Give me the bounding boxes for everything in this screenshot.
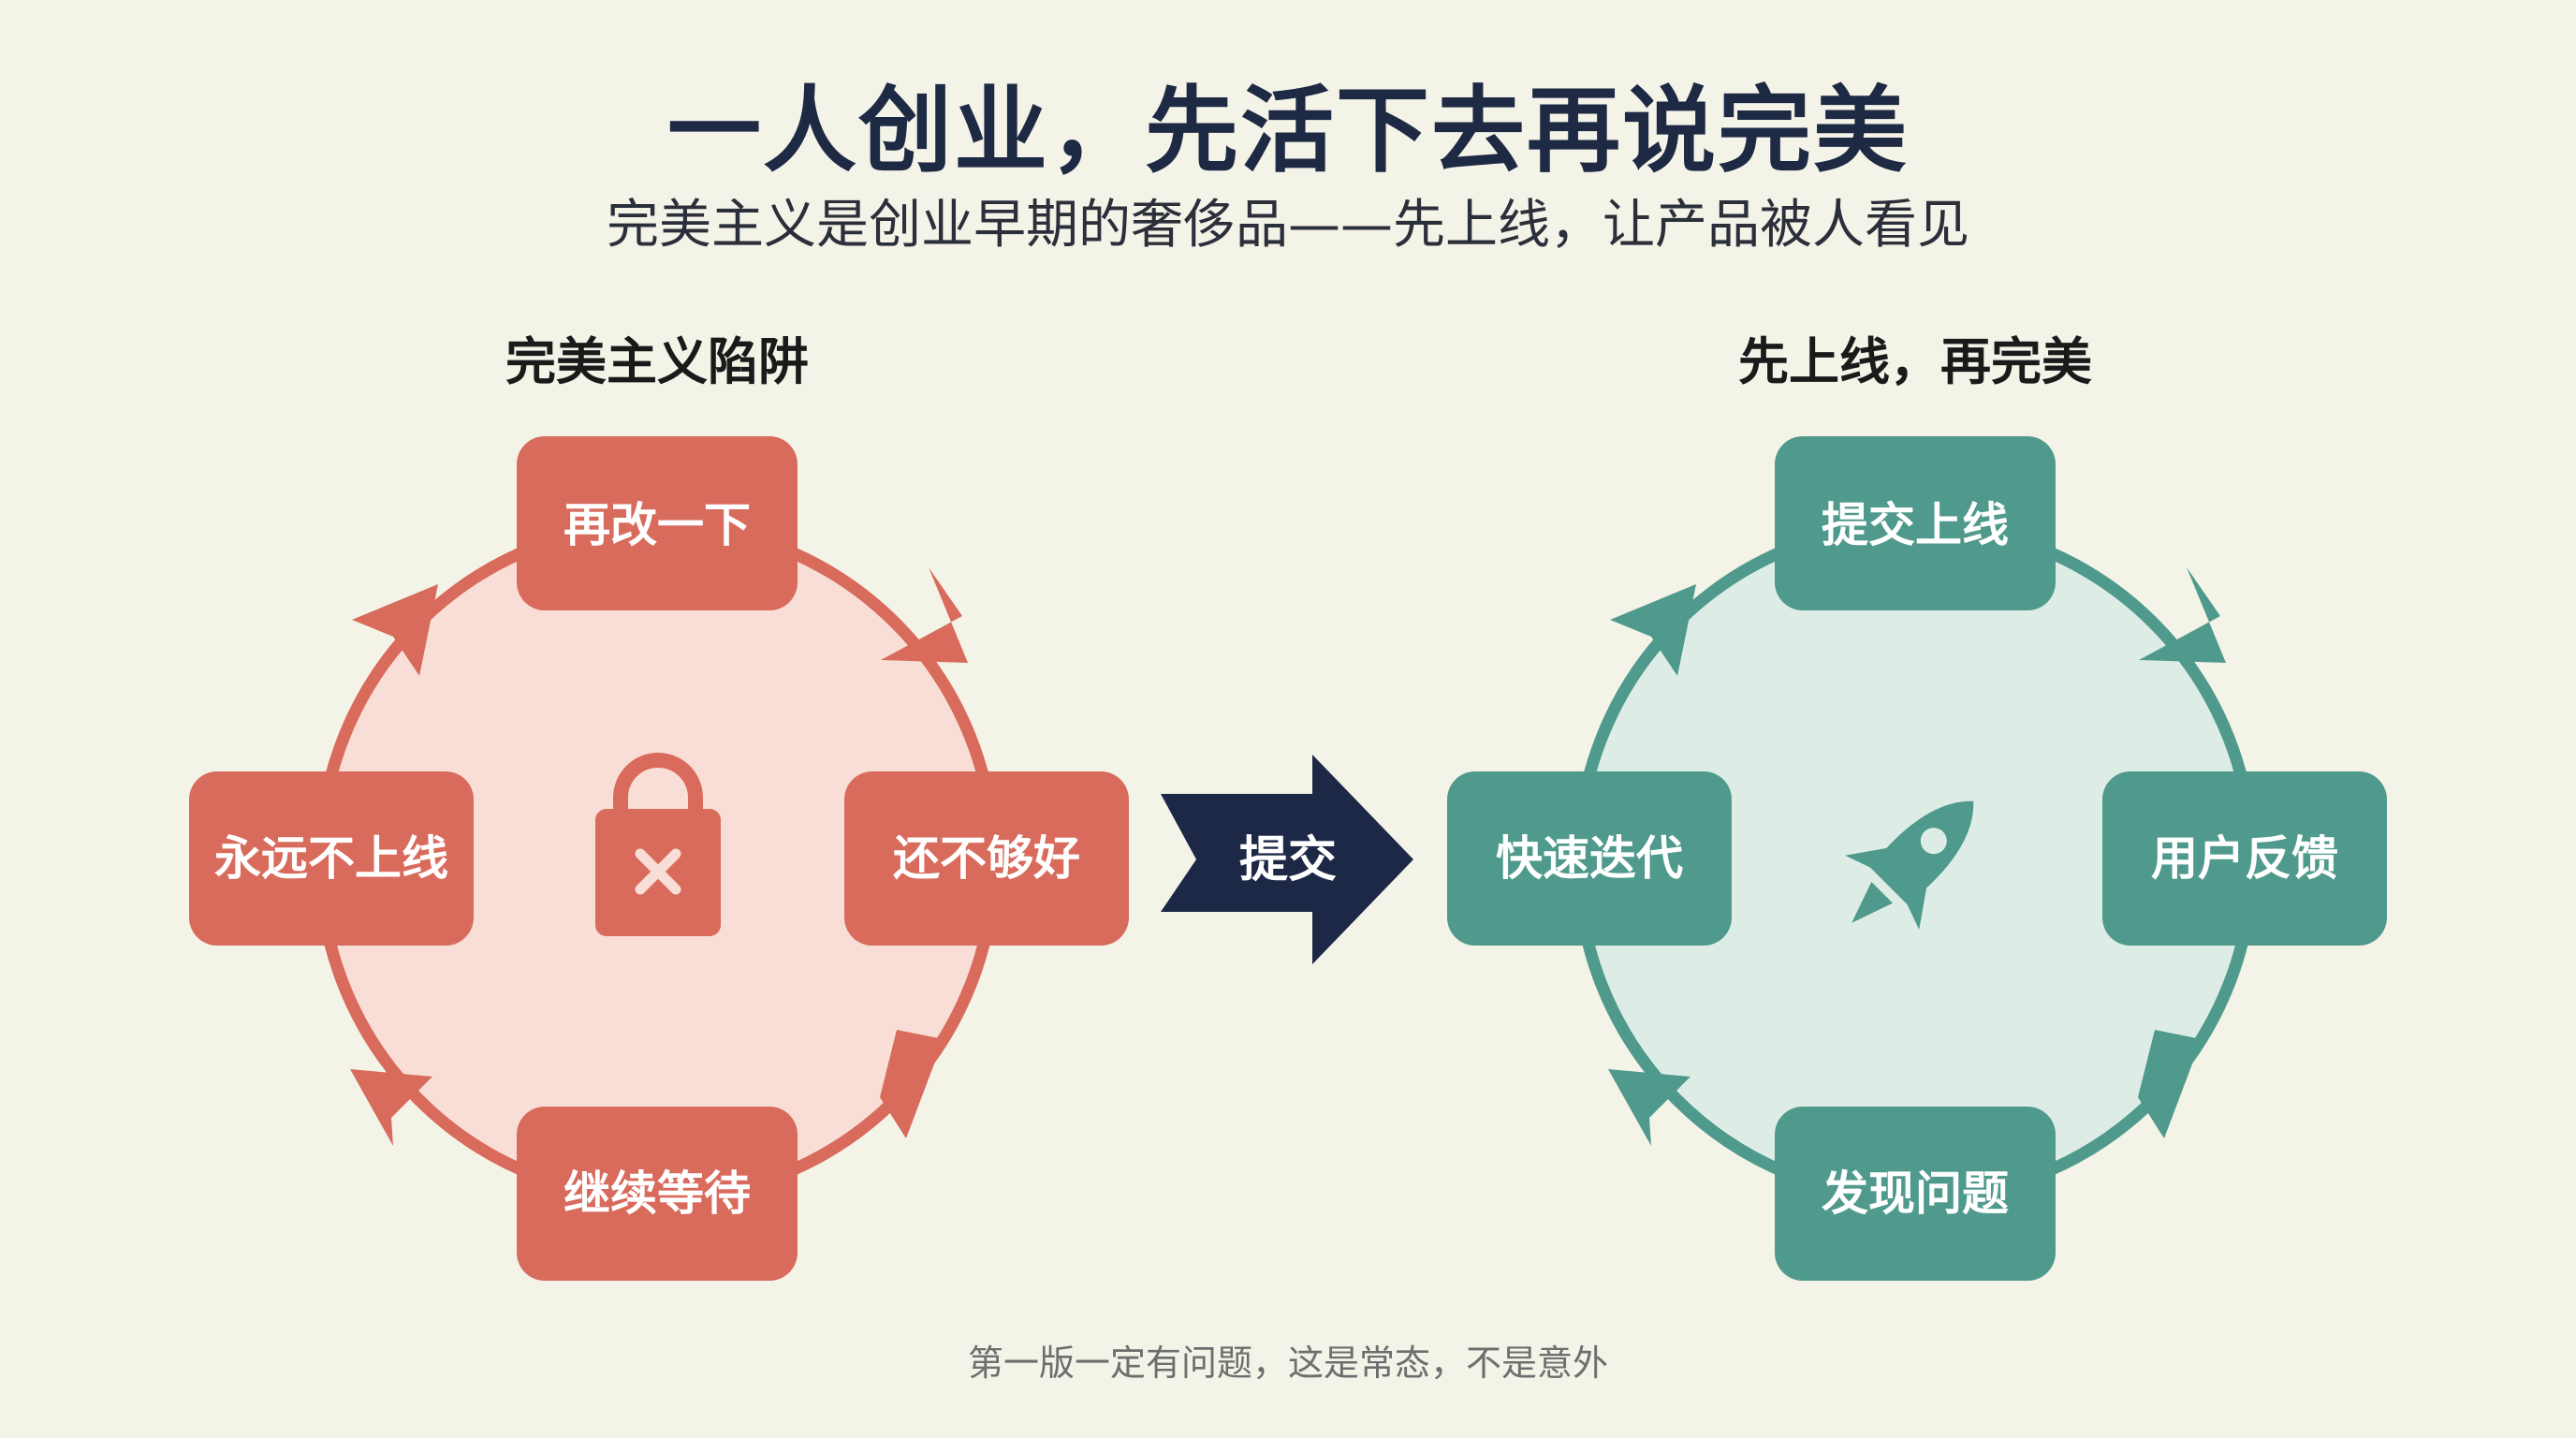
submit-arrow-label: 提交 xyxy=(1239,832,1337,888)
submit-arrow: 提交 xyxy=(1161,755,1413,964)
left-node-right: 还不够好 xyxy=(844,771,1129,946)
left-cycle-heading: 完美主义陷阱 xyxy=(505,332,809,391)
right-node-left: 快速迭代 xyxy=(1447,771,1732,946)
lock-x-icon xyxy=(595,753,721,936)
right-arrow-bottom-left xyxy=(1608,1069,1690,1146)
left-arrow-top-left xyxy=(352,584,438,676)
right-node-right: 用户反馈 xyxy=(2102,771,2387,946)
left-node-left-label: 永远不上线 xyxy=(214,831,448,886)
footer-note: 第一版一定有问题，这是常态，不是意外 xyxy=(967,1343,1608,1384)
left-arrow-bottom-right xyxy=(880,1030,944,1138)
right-node-bottom: 发现问题 xyxy=(1775,1107,2056,1281)
page-subtitle: 完美主义是创业早期的奢侈品——先上线，让产品被人看见 xyxy=(607,195,1969,256)
right-arrow-top-left xyxy=(1610,584,1696,676)
left-arrow-top-right xyxy=(881,567,968,663)
launch-first-cycle: 先上线，再完美 提交上线 用户反馈 发现问题 快 xyxy=(1447,332,2387,1281)
right-arrow-bottom-right xyxy=(2138,1030,2202,1138)
right-node-bottom-label: 发现问题 xyxy=(1822,1167,2009,1221)
right-node-left-label: 快速迭代 xyxy=(1496,831,1683,886)
left-node-bottom: 继续等待 xyxy=(517,1107,798,1281)
left-node-top-label: 再改一下 xyxy=(564,498,751,552)
right-arrow-top-right xyxy=(2139,567,2226,663)
right-node-top: 提交上线 xyxy=(1775,436,2056,610)
perfectionism-trap-cycle: 完美主义陷阱 再改一下 还不够好 继续等待 永远不上线 xyxy=(189,332,1129,1281)
right-cycle-heading: 先上线，再完美 xyxy=(1738,332,2092,391)
left-node-right-label: 还不够好 xyxy=(893,831,1080,886)
page-title: 一人创业，先活下去再说完美 xyxy=(667,76,1909,185)
left-node-left: 永远不上线 xyxy=(189,771,474,946)
left-arrow-bottom-left xyxy=(350,1069,432,1146)
right-node-right-label: 用户反馈 xyxy=(2151,831,2338,886)
left-node-top: 再改一下 xyxy=(517,436,798,610)
right-node-top-label: 提交上线 xyxy=(1822,498,2009,552)
left-node-bottom-label: 继续等待 xyxy=(564,1167,751,1221)
rocket-icon xyxy=(1845,800,1974,930)
